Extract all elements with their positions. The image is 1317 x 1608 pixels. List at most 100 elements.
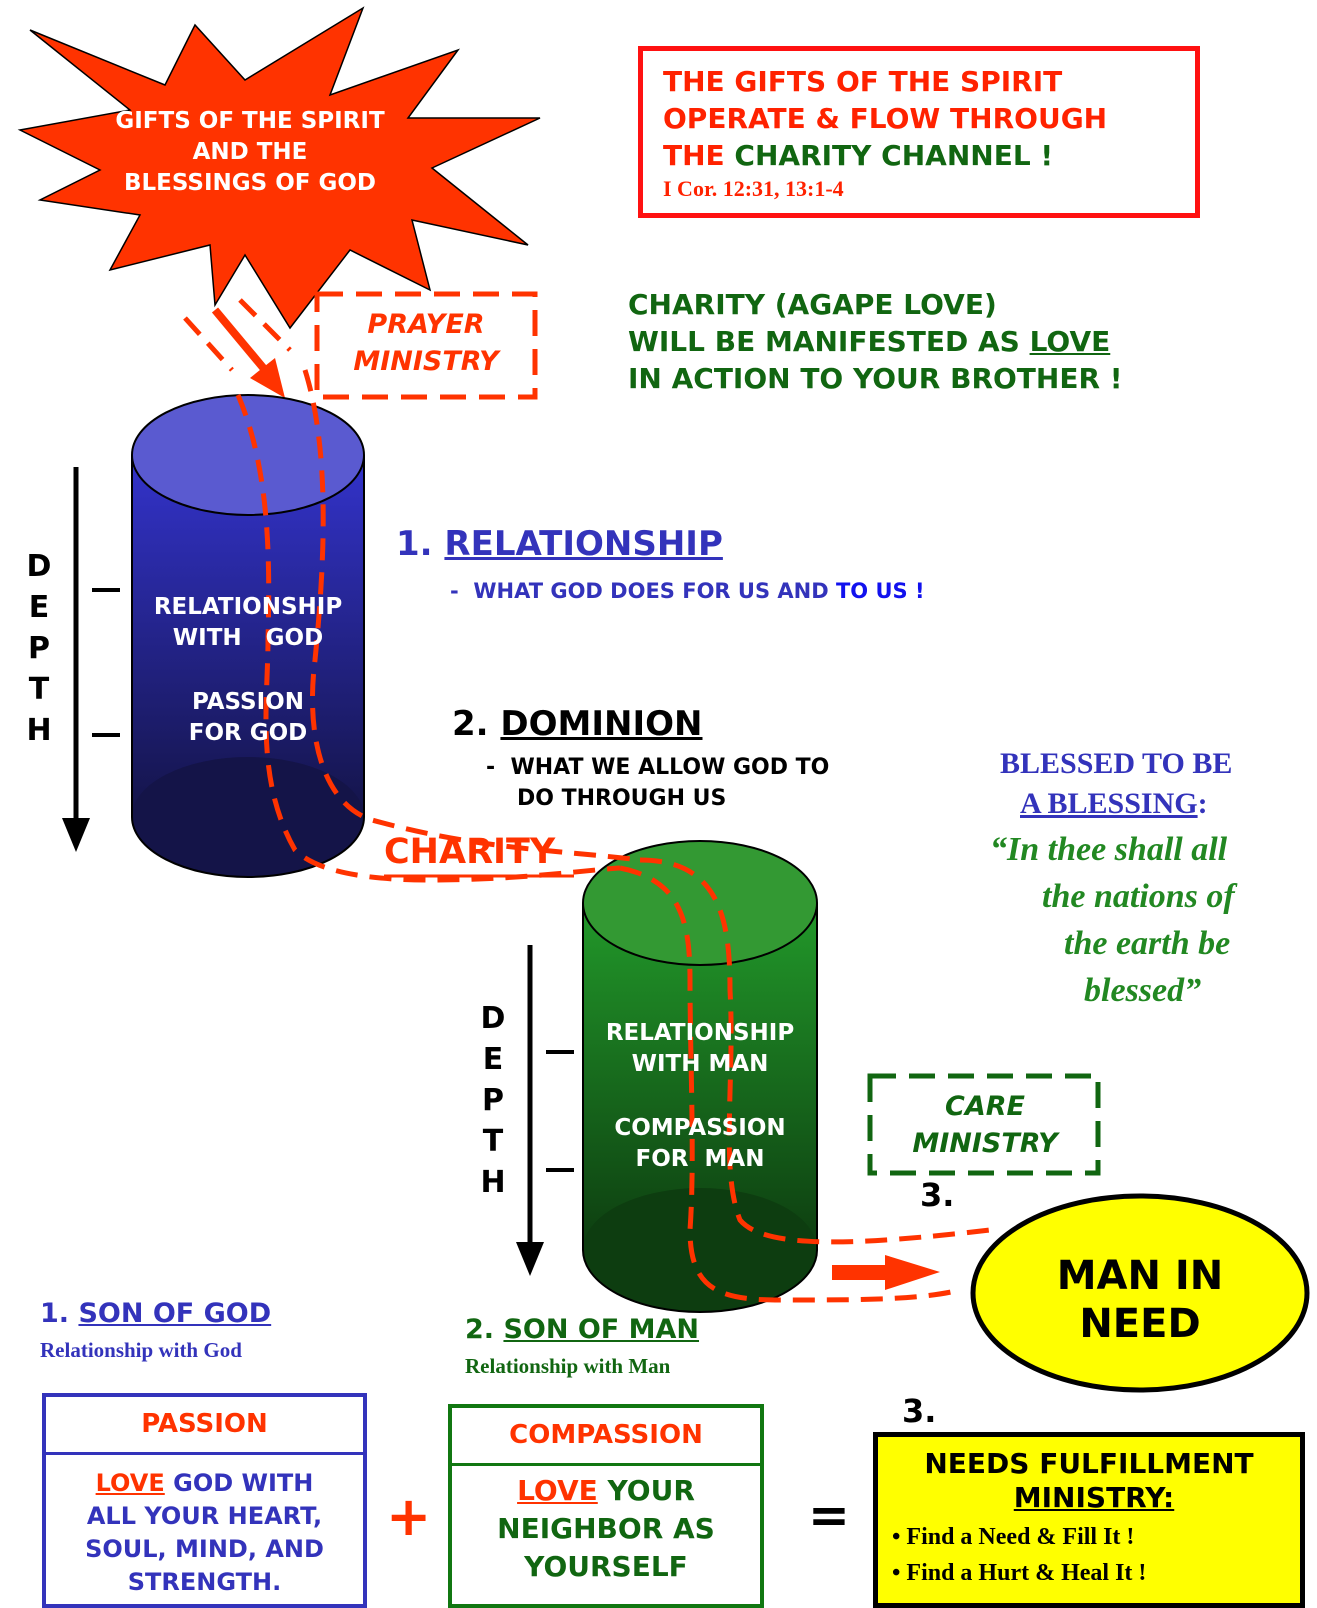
prayer-arrow-head [250,358,285,398]
compassion-line1-wrap: LOVE YOUR [452,1472,760,1510]
son-of-man-subtitle: Relationship with Man [465,1354,671,1378]
passion-line1-wrap: LOVE GOD WITH [46,1467,363,1500]
dominion-desc-dash: - [486,755,496,780]
depth-letter: P [28,631,50,666]
quote-line2: the nations of [1042,878,1235,915]
need-arrow-shaft [832,1265,890,1280]
man-cylinder-text: RELATIONSHIP WITH MAN COMPASSION FOR MAN [581,1018,819,1175]
quote-line4: blessed” [1084,972,1202,1009]
passion-line2: ALL YOUR HEART, [86,1502,323,1530]
passion-line4: STRENGTH. [127,1568,282,1596]
gifts-statement-box: THE GIFTS OF THE SPIRIT OPERATE & FLOW T… [638,46,1200,218]
passion-line1: GOD WITH [173,1469,314,1497]
care-line2: MINISTRY [912,1128,1058,1159]
compassion-box: COMPASSION LOVE YOUR NEIGHBOR AS YOURSEL… [448,1404,764,1608]
son-of-god-title: SON OF GOD [78,1298,272,1329]
charity-line2-love: LOVE [1029,325,1111,358]
dominion-desc: - WHAT WE ALLOW GOD TO DO THROUGH US [486,752,829,814]
charity-channel-left [235,394,621,883]
man-in-need-line2: NEED [1079,1301,1201,1347]
relationship-desc-text: WHAT GOD DOES FOR US AND [473,579,829,603]
god-cyl-line1: RELATIONSHIP [153,594,343,620]
god-cyl-line2: WITH GOD [172,625,324,651]
care-ministry-box [867,1073,1101,1176]
depth-letter: T [28,672,50,707]
man-cyl-line4: FOR MAN [635,1146,765,1172]
son-of-man-title: SON OF MAN [503,1314,700,1345]
compassion-line1: YOUR [607,1474,695,1507]
compassion-line3: YOURSELF [524,1550,688,1583]
depth-letter: P [482,1083,504,1118]
needs-fulfillment-box: NEEDS FULFILLMENT MINISTRY: • Find a Nee… [873,1432,1305,1608]
dominion-desc-text1: WHAT WE ALLOW GOD TO [510,755,830,780]
needs-line1: NEEDS FULFILLMENT [924,1447,1254,1480]
scripture-reference: I Cor. 12:31, 13:1-4 [663,176,844,201]
son-of-god-number: 1. [40,1298,70,1329]
son-of-god-heading: 1. SON OF GOD [40,1298,271,1329]
depth-arrow-right [516,945,574,1276]
quote-line1: “In thee shall all [990,831,1228,868]
relationship-number: 1. [396,524,433,564]
charity-channel-right [302,369,641,863]
charity-line2: WILL BE MANIFESTED AS LOVE [628,323,1123,360]
depth-arrow-left [62,467,120,852]
man-cyl-line3: COMPASSION [614,1115,786,1141]
needs-bullet2: • Find a Hurt & Heal It ! [892,1560,1147,1586]
plus-sign: + [386,1485,432,1548]
depth-letter: H [480,1165,506,1200]
son-of-man-number: 2. [465,1314,495,1345]
dominion-desc-line1: - WHAT WE ALLOW GOD TO [486,752,829,783]
charity-channel-inner-right [639,857,991,1245]
charity-line3: IN ACTION TO YOUR BROTHER ! [628,362,1123,395]
compassion-line2: NEIGHBOR AS [497,1512,715,1545]
relationship-desc-dash: - [450,579,459,603]
burst-line1: GIFTS OF THE SPIRIT [115,108,385,134]
god-cylinder-text: RELATIONSHIP WITH GOD PASSION FOR GOD [128,592,368,749]
depth-letter: H [26,713,52,748]
man-in-need-ellipse [970,1193,1310,1393]
relationship-title: RELATIONSHIP [444,524,723,564]
depth-letter: T [482,1124,504,1159]
needs-line2: MINISTRY: [1013,1481,1175,1514]
dominion-heading: 2. DOMINION [452,704,703,744]
charity-statement: CHARITY (AGAPE LOVE) WILL BE MANIFESTED … [628,286,1123,397]
dominion-title: DOMINION [500,704,703,744]
gifts-line3-red: THE [663,139,725,172]
relationship-desc: - WHAT GOD DOES FOR US AND TO US ! [450,579,925,603]
starburst-shape [17,6,541,330]
man-cyl-line2: WITH MAN [631,1051,769,1077]
prayer-ministry-label: PRAYER MINISTRY [320,306,532,380]
depth-letter: E [482,1042,504,1077]
gifts-line1: THE GIFTS OF THE SPIRIT [663,65,1063,98]
compassion-body: LOVE YOUR NEIGHBOR AS YOURSELF [452,1466,760,1586]
blessed-line2-wrap: A BLESSING: [1000,784,1232,824]
blessed-heading: BLESSED TO BE A BLESSING: [1000,744,1232,824]
prayer-arrow-shaft [211,307,269,373]
blessed-colon: : [1197,787,1208,820]
prayer-dash-right [238,298,292,352]
prayer-line2: MINISTRY [353,346,499,377]
needs-bullet1: • Find a Need & Fill It ! [892,1524,1135,1550]
charity-label: CHARITY [384,832,556,872]
man-in-need-number: 3. [920,1176,955,1214]
burst-line2: AND THE [192,139,308,165]
relationship-desc-tail: TO US ! [835,579,925,603]
prayer-ministry-box [314,291,538,400]
man-in-need-line1: MAN IN [1056,1253,1224,1299]
depth-label-right: D E P T H [476,998,510,1203]
care-ministry-label: CARE MINISTRY [880,1088,1090,1162]
passion-line3: SOUL, MIND, AND [85,1535,324,1563]
gifts-line3: THE CHARITY CHANNEL ! [663,137,1175,174]
need-arrow-head [885,1255,940,1290]
passion-body: LOVE GOD WITH ALL YOUR HEART, SOUL, MIND… [46,1455,363,1599]
man-in-need-text: MAN IN NEED [973,1252,1307,1348]
dominion-desc-line2: DO THROUGH US [517,786,727,811]
son-of-god-subtitle: Relationship with God [40,1338,242,1362]
prayer-dash-left [183,316,234,372]
gifts-line2: OPERATE & FLOW THROUGH [663,102,1108,135]
passion-box: PASSION LOVE GOD WITH ALL YOUR HEART, SO… [42,1393,367,1608]
prayer-line1: PRAYER [367,309,485,340]
passion-love: LOVE [95,1469,165,1497]
charity-line2-prefix: WILL BE MANIFESTED AS [628,325,1020,358]
